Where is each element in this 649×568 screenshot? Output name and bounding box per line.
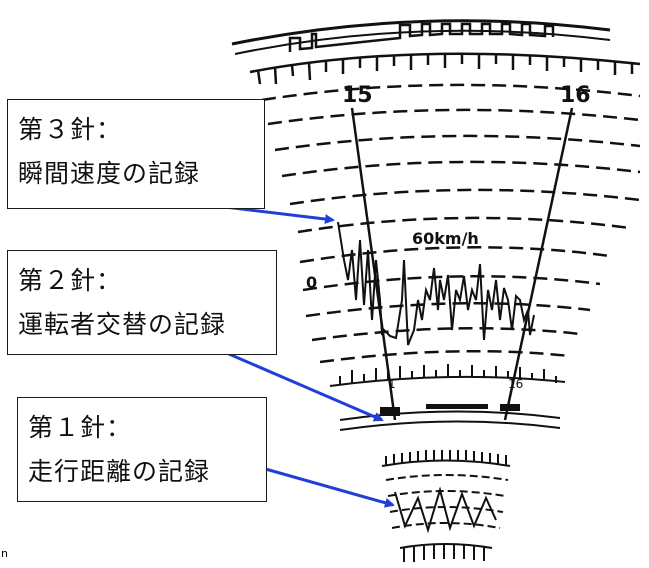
speed-label-zero: 0: [306, 273, 317, 292]
callout-needle1-desc: 走行距離の記録: [28, 457, 211, 486]
callout-needle2-desc: 運転者交替の記録: [18, 310, 227, 339]
small-label-right: 16: [508, 377, 523, 391]
hour-scale-ticks: [256, 53, 634, 85]
stray-glyph: n: [1, 547, 8, 560]
lower-tick-marks: [339, 364, 557, 384]
callout-needle3-title: 第３針：: [18, 115, 123, 144]
small-label-left: 1: [388, 377, 396, 391]
distance-record: [381, 459, 511, 549]
callout-needle1: 第１針： 走行距離の記録: [17, 397, 267, 502]
callout-needle1-title: 第１針：: [28, 413, 133, 442]
callout-needle3-desc: 瞬間速度の記録: [18, 159, 201, 188]
driver-change-band: [339, 404, 561, 431]
lower-tick-arc: [329, 375, 566, 387]
time-band: [288, 22, 555, 52]
arrow-needle1: [261, 466, 395, 508]
arrow-needle2: [214, 346, 384, 422]
speed-trace: [337, 221, 535, 346]
hour-label-16: 16: [560, 83, 591, 108]
distance-ticks: [385, 450, 507, 562]
callout-needle2-title: 第２針：: [18, 266, 123, 295]
speed-label-60: 60km/h: [412, 229, 479, 248]
hour-label-15: 15: [342, 83, 373, 108]
callout-needle2: 第２針： 運転者交替の記録: [7, 250, 277, 355]
hour-radial-lines: [350, 107, 574, 421]
speed-grid-arcs: [261, 83, 641, 364]
callout-needle3: 第３針： 瞬間速度の記録: [7, 99, 265, 209]
